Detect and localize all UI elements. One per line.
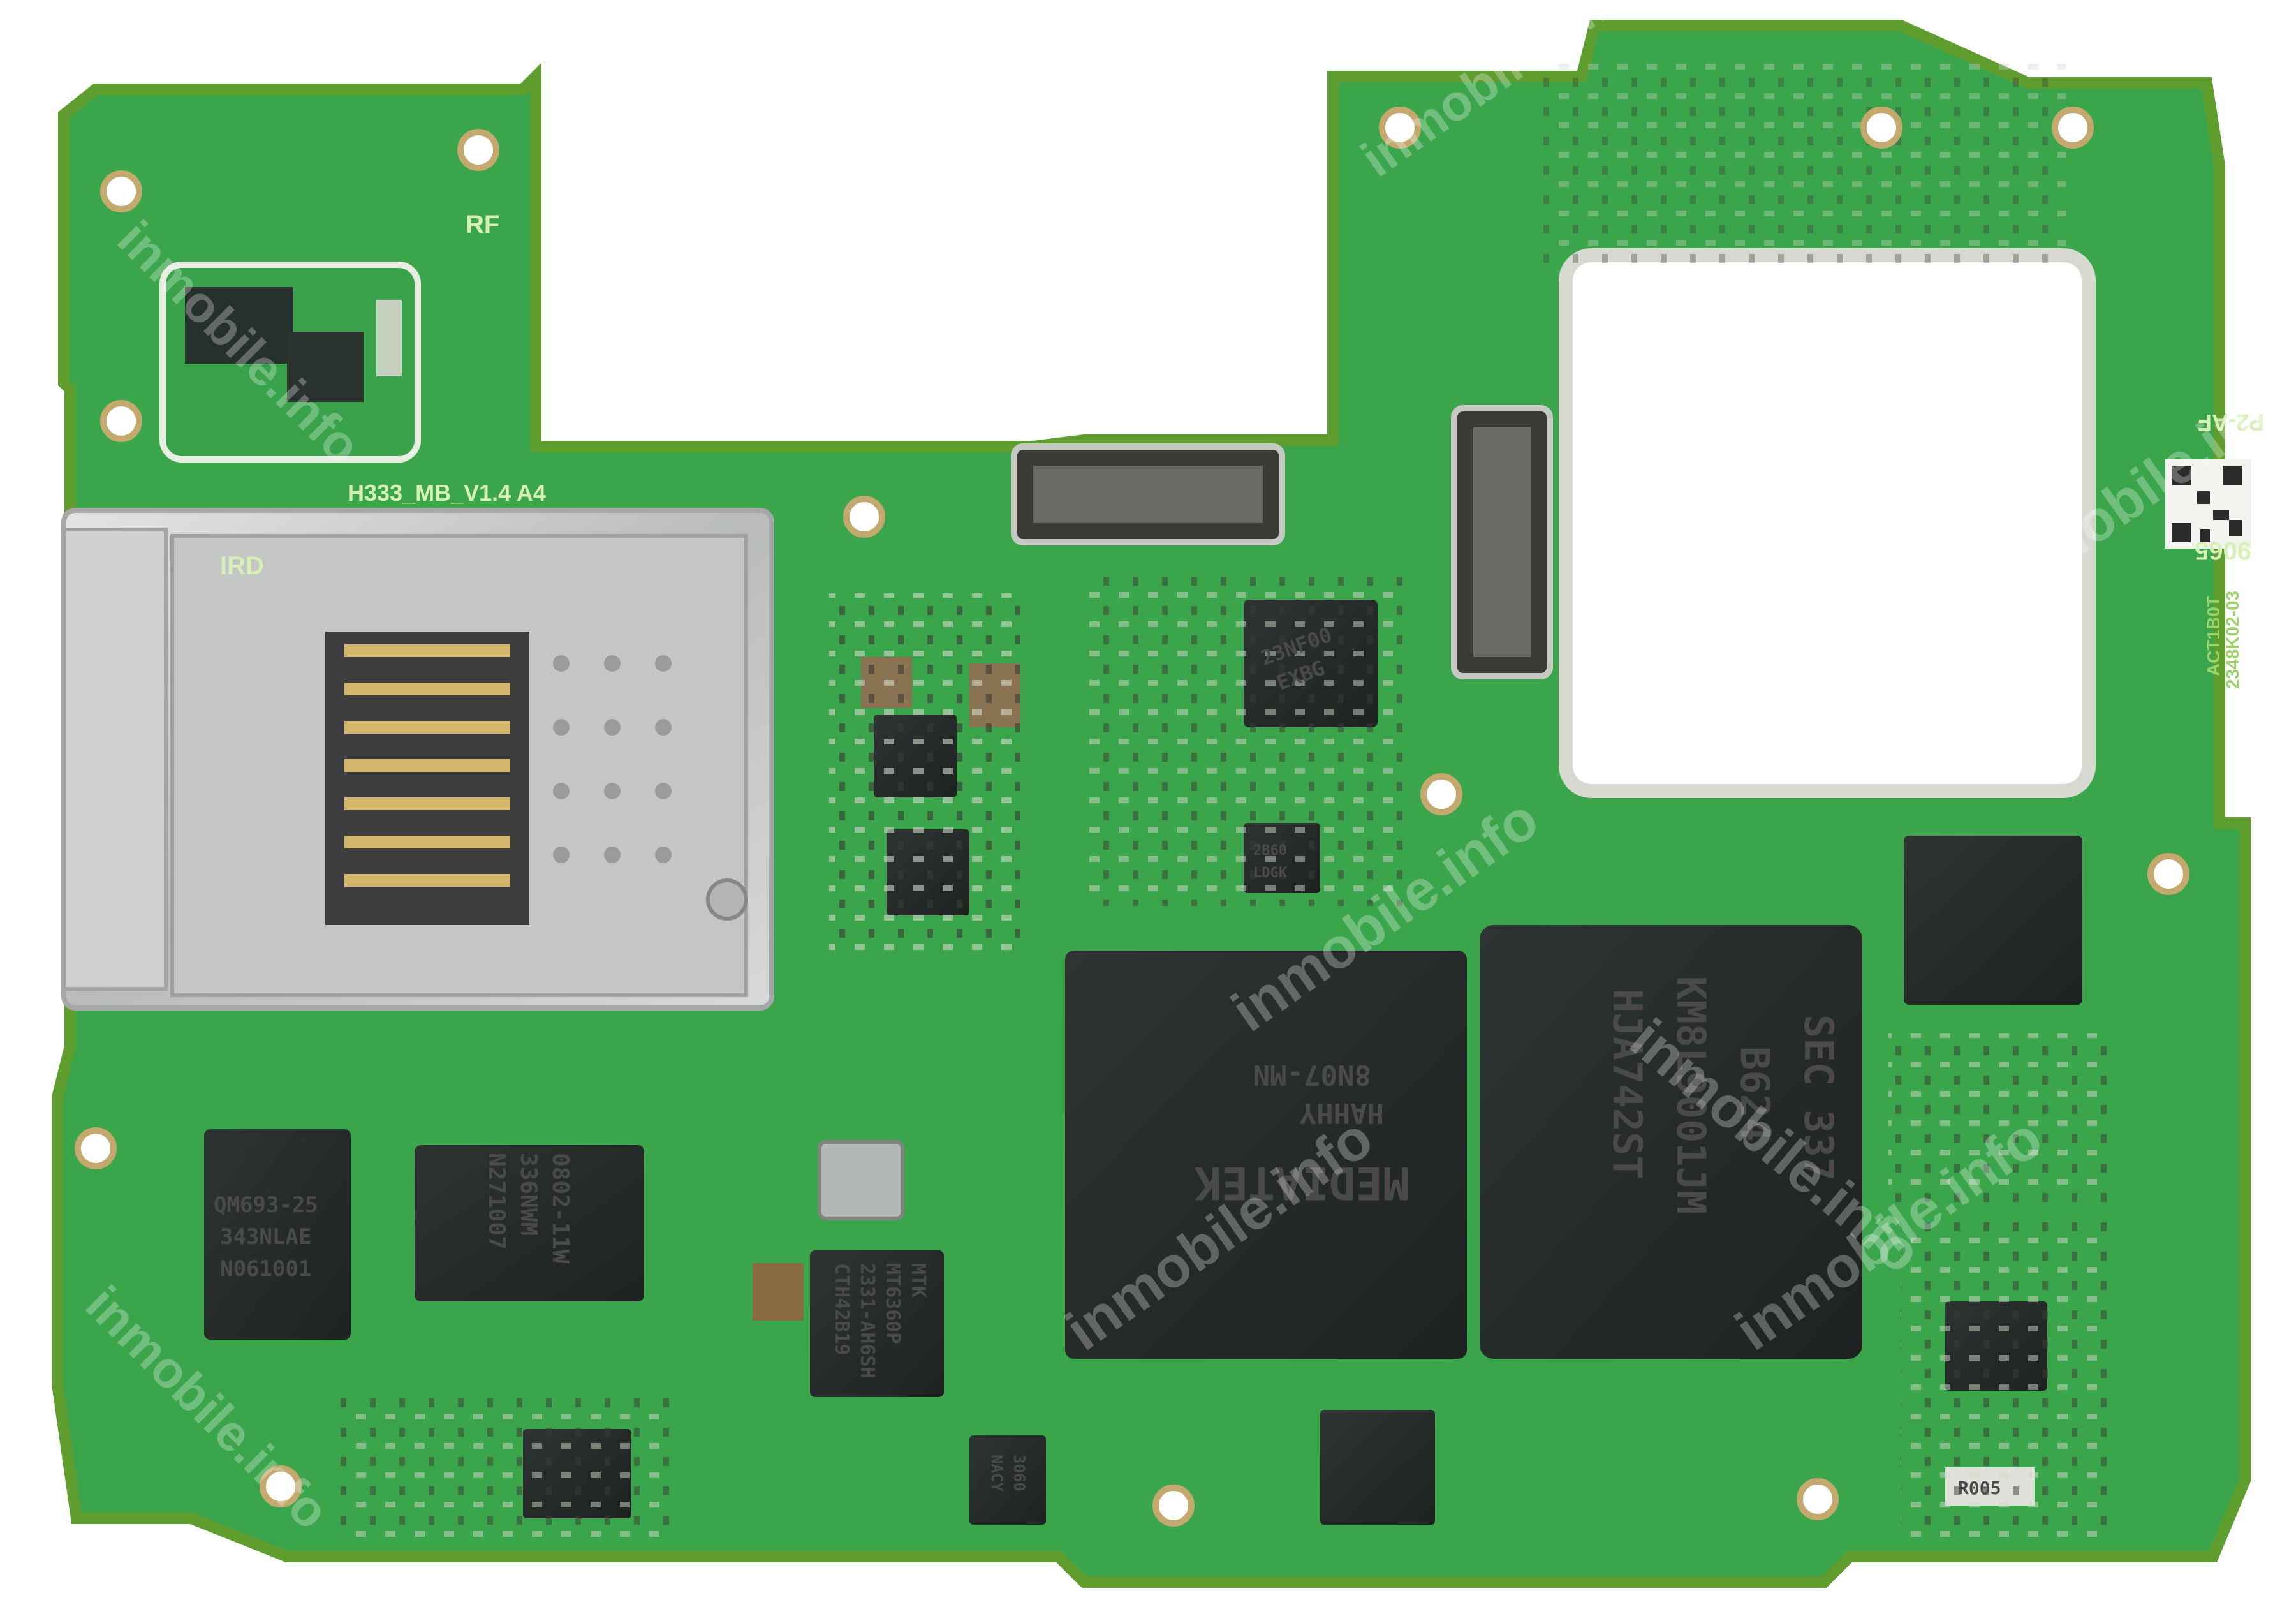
soc-chip xyxy=(1065,951,1467,1359)
rf-chip-1-line: N061001 xyxy=(220,1256,311,1282)
sim-tray-label: IRD xyxy=(220,552,264,580)
pmic-line: 2331-AH6SH xyxy=(856,1263,878,1379)
p2-label: P2-AF xyxy=(2198,410,2264,436)
mount-hole xyxy=(100,170,142,212)
soc-line: HAHHY xyxy=(1299,1097,1384,1129)
camera-cutout xyxy=(1559,248,2096,798)
rf-chip-2-line: 336NWM xyxy=(515,1153,541,1236)
bottom-left-chip xyxy=(969,1435,1046,1525)
bottom-left-chip-marking: 3060 NACY xyxy=(988,1455,1028,1492)
rf-chip-1 xyxy=(204,1129,351,1340)
rf-chip-1-marking: QM693-25 343NLAE N061001 xyxy=(214,1192,318,1282)
pmic-line: CTH42B19 xyxy=(830,1263,853,1356)
rf-chip-2-marking: 0802-11W 336NWM N271007 xyxy=(483,1153,573,1264)
memory-line: B624 xyxy=(1732,1046,1778,1141)
soc-line: MEDIATEK xyxy=(1195,1157,1409,1209)
memory-line: KM8L9001JM xyxy=(1668,976,1714,1214)
memory-line: SEC 337 xyxy=(1795,1014,1842,1181)
pmic-marking: MTK MT6360P 2331-AH6SH CTH42B19 xyxy=(830,1263,929,1379)
right-chip xyxy=(1904,836,2082,1005)
memory-marking: SEC 337 B624 KM8L9001JM HJA742ST xyxy=(1604,976,1842,1214)
rf-chip-1-line: 343NLAE xyxy=(220,1224,311,1250)
rf-chip-2-line: N271007 xyxy=(483,1153,510,1250)
edge-label-2: 2348K02-03 xyxy=(2223,591,2242,689)
rf-chip-2-line: 0802-11W xyxy=(547,1153,573,1264)
pmic-chip xyxy=(810,1250,944,1397)
soc-marking: MEDIATEK HAHHY 8N07-MN xyxy=(1195,1058,1409,1209)
pmic-line: MT6360P xyxy=(881,1263,904,1344)
code-label: 9065 xyxy=(2195,537,2251,565)
small-chip-line: 2B60 xyxy=(1253,843,1287,859)
rf-chip-2 xyxy=(415,1145,644,1301)
bottom-left-chip-line: 3060 xyxy=(1010,1455,1028,1492)
resistor-label: R005 xyxy=(1958,1477,2001,1499)
bottom-chip xyxy=(1320,1410,1435,1525)
memory-chip xyxy=(1480,925,1862,1359)
edge-label: ACT1B0T xyxy=(2204,596,2223,676)
rf-chip-1-line: QM693-25 xyxy=(214,1192,318,1218)
bottom-left-chip-line: NACY xyxy=(988,1455,1006,1492)
memory-line: HJA742ST xyxy=(1604,989,1651,1180)
soc-line: 8N07-MN xyxy=(1253,1058,1371,1091)
board-model-label: H333_MB_V1.4 A4 xyxy=(348,480,546,506)
small-chip-line: LDGK xyxy=(1253,865,1288,881)
pmic-line: MTK xyxy=(907,1263,929,1298)
rf-label: RF xyxy=(466,211,499,239)
small-chip-marking: 2B60 LDGK xyxy=(1253,843,1288,881)
